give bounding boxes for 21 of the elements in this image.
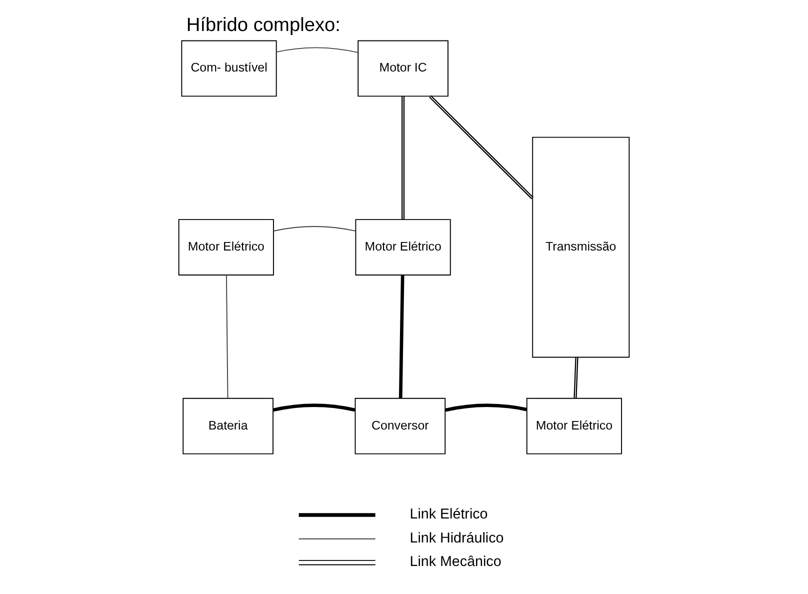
node-box: Motor Elétrico (355, 219, 451, 276)
connector (574, 357, 578, 398)
node-box: Transmissão (532, 136, 630, 358)
node-box: Motor Elétrico (526, 398, 622, 454)
node-box: Motor Elétrico (178, 219, 274, 276)
connector (276, 47, 359, 54)
node-box: Com- bustível (181, 40, 277, 97)
legend-label: Link Elétrico (410, 506, 488, 522)
node-box: Conversor (354, 398, 446, 454)
connector (398, 275, 404, 398)
legend-label: Link Hidráulico (410, 530, 504, 546)
diagram-title: Híbrido complexo: (186, 15, 340, 36)
connector (273, 226, 356, 232)
connector (402, 96, 405, 220)
node-box: Bateria (182, 398, 274, 454)
connector (445, 404, 527, 412)
legend-label: Link Mecânico (410, 554, 502, 570)
node-box: Motor IC (358, 40, 448, 97)
connector (226, 274, 228, 399)
connector (428, 95, 534, 200)
connector (272, 404, 356, 412)
